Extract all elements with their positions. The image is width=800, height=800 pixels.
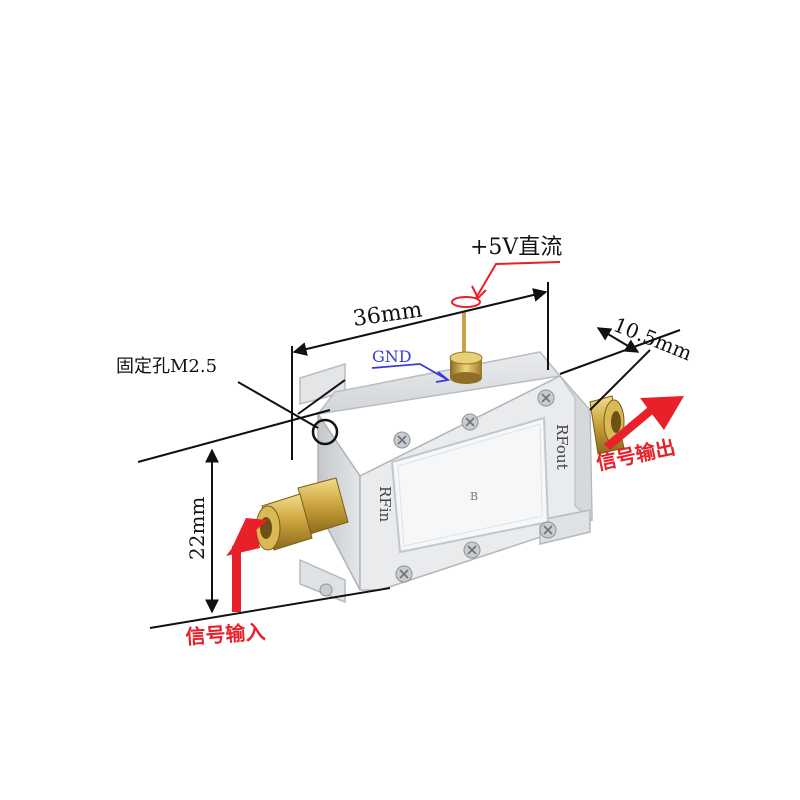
rf-in-label: RFin [376, 486, 394, 522]
depth-dimension-label: 10.5mm [610, 312, 695, 365]
width-dimension-label: 36mm [351, 297, 424, 331]
gnd-label: GND [372, 347, 412, 366]
power-pin [449, 312, 483, 384]
mount-hole-label: 固定孔M2.5 [116, 356, 217, 377]
mount-hole-marker [311, 418, 339, 446]
height-dimension-label: 22mm [185, 497, 209, 560]
dimension-lines [137, 282, 681, 629]
gnd-indicator [371, 363, 451, 383]
signal-in-label: 信号输入 [185, 619, 266, 649]
rf-out-label: RFout [553, 424, 571, 470]
module-lid [390, 416, 550, 554]
signal-out-arrow [604, 396, 684, 450]
lid-mark: B [470, 490, 478, 503]
power-indicator [451, 261, 561, 308]
rf-in-connector [255, 477, 349, 551]
lid-screws [319, 389, 557, 597]
signal-in-arrow [226, 518, 268, 612]
power-label: +5V直流 [470, 235, 562, 260]
